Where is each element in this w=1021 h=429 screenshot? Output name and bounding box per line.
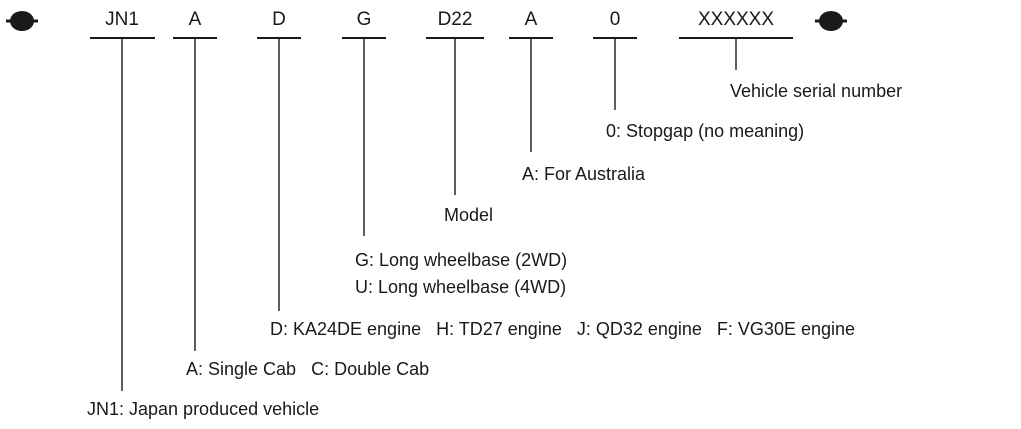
segment-code: D22 <box>438 9 473 30</box>
segment-description: U: Long wheelbase (4WD) <box>355 277 566 297</box>
segment-code: G <box>357 9 372 30</box>
segment-jn1: JN1 JN1: Japan produced vehicle <box>87 9 319 419</box>
left-marker-icon <box>6 11 38 31</box>
segment-description: D: KA24DE engine H: TD27 engine J: QD32 … <box>270 319 855 339</box>
segment-description: A: For Australia <box>522 164 646 184</box>
segment-cab-type: A A: Single Cab C: Double Cab <box>173 9 429 379</box>
segment-description: 0: Stopgap (no meaning) <box>606 121 804 141</box>
right-marker-icon <box>815 11 847 31</box>
segment-description: G: Long wheelbase (2WD) <box>355 250 567 270</box>
segment-model: D22 Model <box>426 9 493 225</box>
segment-code: A <box>189 9 202 30</box>
segment-code: JN1 <box>105 9 139 30</box>
segment-serial-number: XXXXXX Vehicle serial number <box>679 9 902 101</box>
segment-description: JN1: Japan produced vehicle <box>87 399 319 419</box>
segment-description: Model <box>444 205 493 225</box>
segment-stopgap: 0 0: Stopgap (no meaning) <box>593 9 804 141</box>
segment-description: A: Single Cab C: Double Cab <box>186 359 429 379</box>
segment-destination: A A: For Australia <box>509 9 646 184</box>
segment-code: D <box>272 9 286 30</box>
segment-description: Vehicle serial number <box>730 81 902 101</box>
segment-code: A <box>525 9 538 30</box>
segment-code: XXXXXX <box>698 9 774 30</box>
segment-engine: D D: KA24DE engine H: TD27 engine J: QD3… <box>257 9 855 339</box>
segment-code: 0 <box>610 9 621 30</box>
segment-wheelbase: G G: Long wheelbase (2WD) U: Long wheelb… <box>342 9 567 297</box>
